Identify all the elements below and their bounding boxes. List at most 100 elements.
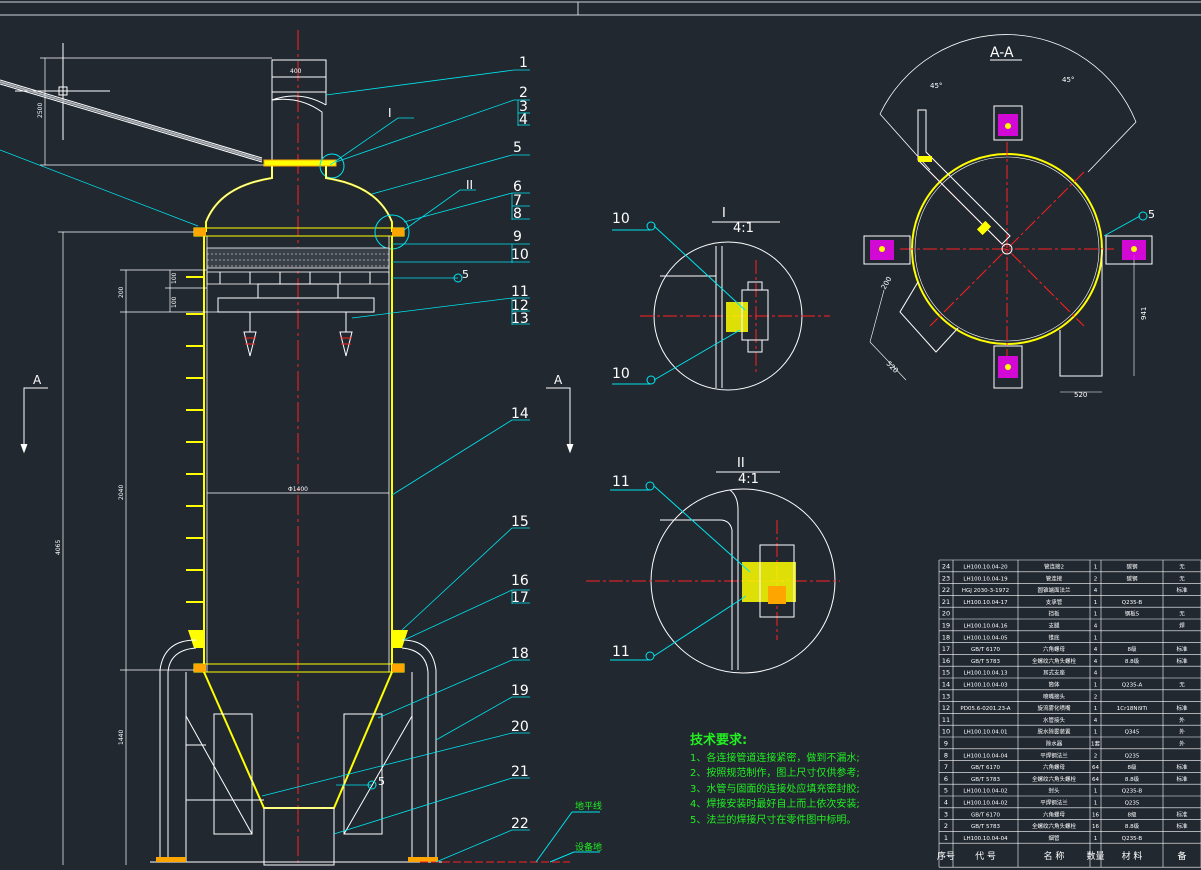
bom-header-cell: 材 料 xyxy=(1122,850,1143,862)
bom-cell: 4 xyxy=(944,798,948,806)
bom-cell: 7 xyxy=(944,763,948,771)
ladder-rungs xyxy=(186,276,204,603)
svg-text:4065: 4065 xyxy=(55,540,62,555)
support-lugs xyxy=(188,630,408,648)
detail-ii-view: II 4:1 11 11 xyxy=(586,456,840,674)
svg-text:200: 200 xyxy=(118,286,125,298)
bom-cell: 15 xyxy=(942,669,950,677)
svg-text:4: 4 xyxy=(519,112,528,128)
svg-text:6: 6 xyxy=(513,179,522,195)
bom-cell: Q235 xyxy=(1125,753,1140,759)
bom-cell: 2 xyxy=(944,822,948,830)
section-label-right: A xyxy=(554,373,563,387)
bom-cell: 无 xyxy=(1179,681,1185,688)
bom-cell: 22 xyxy=(942,586,950,594)
bom-cell: 16 xyxy=(1092,824,1099,830)
shell xyxy=(203,236,393,672)
bom-cell: 4 xyxy=(1094,659,1098,665)
bom-cell: 1 xyxy=(1094,789,1098,795)
tech-item: 4、焊接安装时最好自上而上依次安装; xyxy=(690,799,860,810)
drain-sump xyxy=(263,807,335,866)
weld-symbol-2: 5 xyxy=(378,775,385,788)
bom-cell: 1 xyxy=(1094,836,1098,842)
bom-cell: 20 xyxy=(942,610,950,618)
bom-cell: 8级 xyxy=(1128,810,1137,818)
bom-cell: Q345 xyxy=(1125,730,1140,736)
bom-cell: 无 xyxy=(1179,575,1185,582)
bom-cell: 1套 xyxy=(1091,739,1100,747)
bom-cell: 碳钢 xyxy=(1126,562,1138,570)
svg-text:11: 11 xyxy=(511,284,529,300)
svg-text:8: 8 xyxy=(513,206,522,222)
bom-cell: 标准 xyxy=(1176,810,1188,818)
bom-cell: 支腿 xyxy=(1048,621,1060,629)
bom-cell: 支承管 xyxy=(1046,598,1063,606)
svg-text:1440: 1440 xyxy=(118,730,125,745)
bom-cell: 筒体 xyxy=(1048,680,1060,688)
section-lugs xyxy=(863,105,1153,389)
detail-marker-ii: II xyxy=(466,178,473,192)
bom-cell: 5 xyxy=(944,787,948,795)
svg-text:16: 16 xyxy=(511,573,529,589)
outlet-duct xyxy=(271,59,327,160)
inlet-pipe xyxy=(0,79,263,163)
bom-cell: 4 xyxy=(1094,671,1098,677)
bom-cell: Q235-B xyxy=(1122,836,1143,842)
section-mark-left xyxy=(20,387,48,454)
bom-cell: HGJ 2030-3-1972 xyxy=(962,588,1009,594)
svg-text:21: 21 xyxy=(511,764,529,780)
bom-cell: 1 xyxy=(1094,600,1098,606)
bom-cell: 平焊钢法兰 xyxy=(1040,798,1068,806)
bom-cell: 1 xyxy=(1094,635,1098,641)
bom-cell: 碳钢 xyxy=(1126,574,1138,582)
dished-head xyxy=(205,166,393,232)
bom-cell: LH100.10.04-19 xyxy=(963,576,1008,582)
bom-cell: 全螺纹六角头螺栓 xyxy=(1032,822,1077,830)
bom-cell: GB/T 6170 xyxy=(971,765,1000,771)
bom-cell: 14 xyxy=(942,680,950,688)
svg-text:22: 22 xyxy=(511,816,529,832)
bom-cell: LH100.10.04.01 xyxy=(964,730,1008,736)
bom-cell: LH100.10.04-20 xyxy=(963,564,1008,570)
bom-cell: LH100.10.04-02 xyxy=(963,800,1007,806)
bom-header-cell: 代 号 xyxy=(975,851,996,862)
bom-cell: 管连接 xyxy=(1046,574,1063,582)
bom-cell: 6 xyxy=(944,775,948,783)
bom-cell: 16 xyxy=(1092,812,1099,818)
bom-cell: 9 xyxy=(944,739,948,747)
bom-cell: 1 xyxy=(1094,800,1098,806)
tech-requirements: 技术要求: 1、各连接管道连接紧密，做到不漏水; 2、按照规范制作，图上尺寸仅供… xyxy=(690,733,860,828)
bom-cell: 标准 xyxy=(1176,645,1188,653)
svg-text:13: 13 xyxy=(511,311,529,327)
bom-cell: GB/T 6170 xyxy=(971,647,1000,653)
svg-text:100: 100 xyxy=(171,272,178,284)
section-weld: 5 xyxy=(1148,208,1155,221)
ground-marks xyxy=(535,811,600,863)
bom-cell: Q235-A xyxy=(1122,682,1143,688)
detail-i-label-2: 10 xyxy=(612,366,630,382)
detail-i-title: I xyxy=(722,206,726,221)
spray-header xyxy=(217,283,375,357)
bom-cell: GB/T 5783 xyxy=(971,777,1000,783)
bom-cell: 外 xyxy=(1179,728,1185,736)
bom-cell: 1 xyxy=(944,834,948,842)
bom-cell: 标准 xyxy=(1176,657,1188,665)
bom-cell: 8.8级 xyxy=(1125,822,1140,830)
bom-cell: 标准 xyxy=(1176,704,1188,712)
dim-400: 400 xyxy=(290,68,302,75)
bom-cell: 无 xyxy=(1179,611,1185,618)
tech-item: 2、按照规范制作，图上尺寸仅供参考; xyxy=(690,768,860,779)
leader-numbers: 1 2 3 4 5 6 7 8 9 10 11 12 13 14 15 16 1… xyxy=(511,55,529,832)
dim-diameter: Φ1400 xyxy=(288,486,308,493)
bom-cell: LH100.10.04-05 xyxy=(963,635,1008,641)
sect-dim-941: 941 xyxy=(1140,307,1148,320)
bom-cell: 1Cr18Ni9Ti xyxy=(1117,706,1148,712)
bom-cell: 11 xyxy=(942,716,950,724)
bom-cell: 管连接2 xyxy=(1044,562,1064,570)
svg-text:18: 18 xyxy=(511,646,529,662)
sect-dim-520: 520 xyxy=(1074,391,1087,399)
bom-cell: Q235-B xyxy=(1122,600,1143,606)
bom-cell: 2 xyxy=(1094,576,1098,582)
